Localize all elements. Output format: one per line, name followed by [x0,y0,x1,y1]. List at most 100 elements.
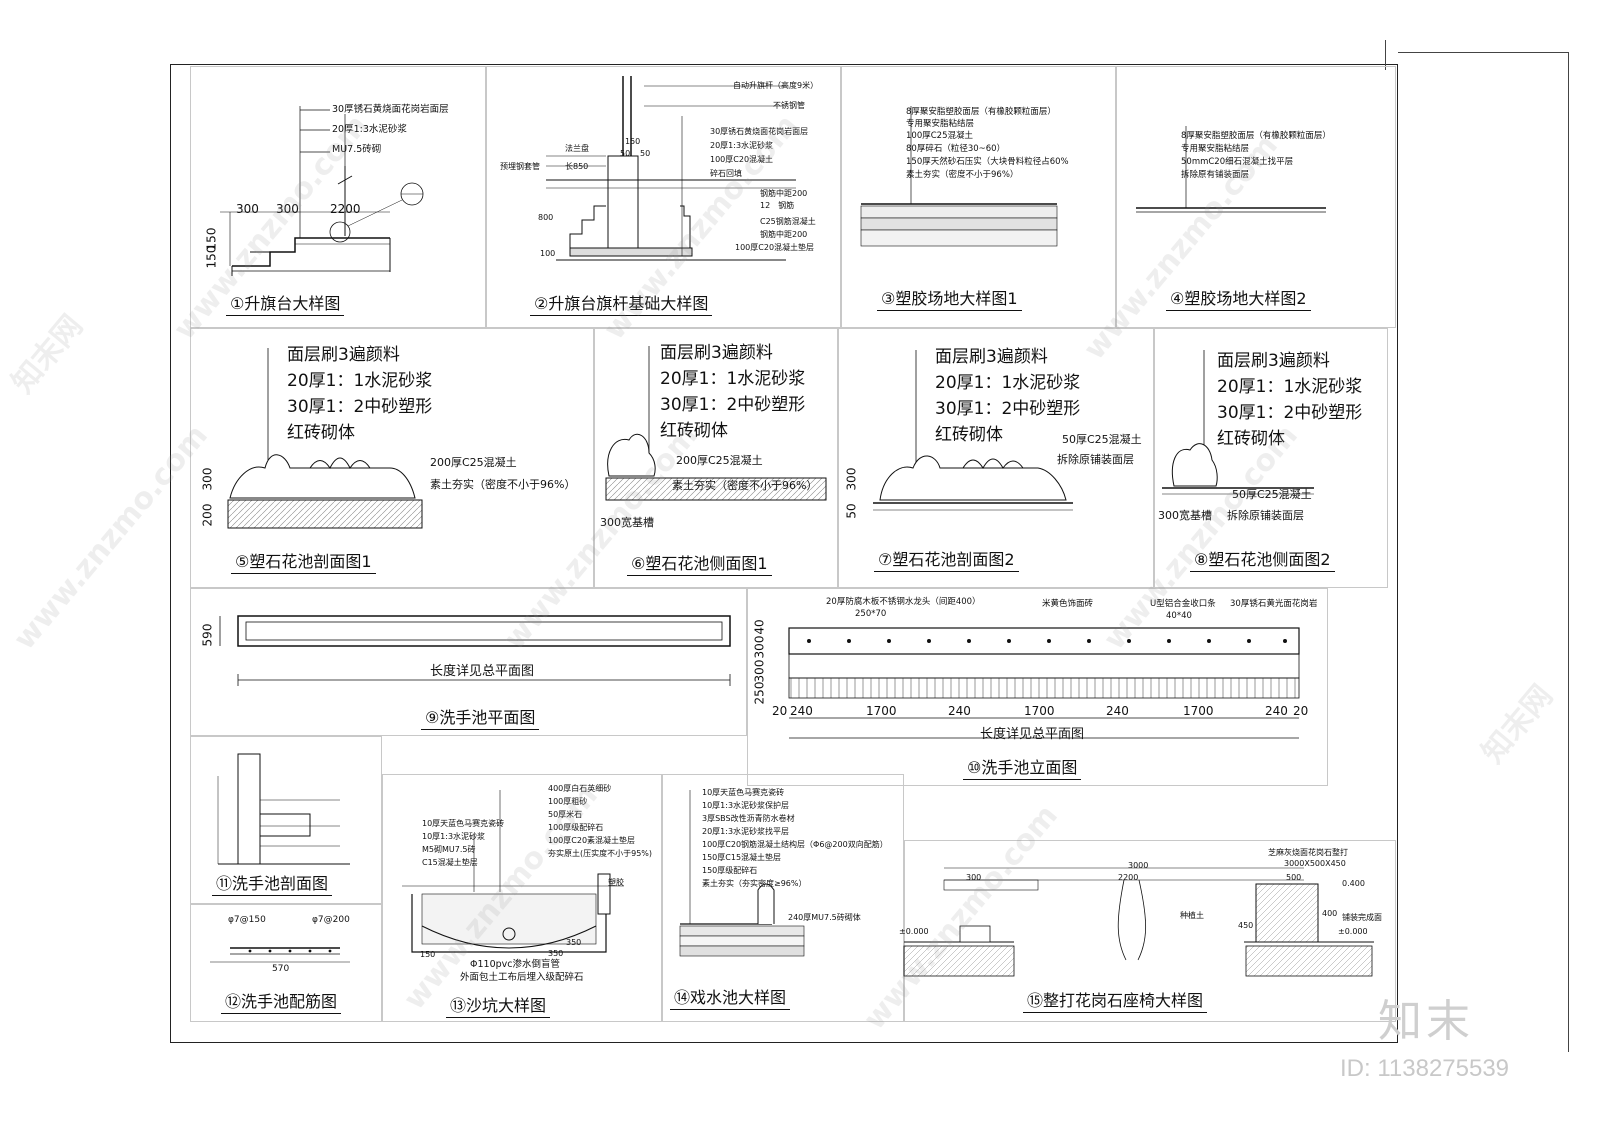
p10-note-6: 30厚锈石黄光面花岗岩 [1230,599,1318,609]
p5-note-2: 素土夯实（密度不小于96%） [430,478,576,491]
p15-note-1: 芝麻灰烧面花岗石整打 [1268,848,1348,857]
p13-dim-1: 150 [420,950,436,959]
p13-note-l3: M5砌MU7.5砖 [422,845,476,854]
washbasin-rebar-drawing [210,947,350,963]
p7-note-1: 50厚C25混凝土 [1062,433,1142,446]
p10-vdim-4: 250 [752,681,767,705]
p2-dim-4: 800 [538,213,554,222]
panel-7-title: ⑦塑石花池剖面图2 [874,546,1019,572]
p7-dim-2: 50 [844,503,859,519]
p1-note-2: 20厚1:3水泥砂浆 [332,124,407,135]
p12-dim-3: 570 [272,964,290,974]
p13-note-l4: C15混凝土垫层 [422,858,478,867]
p6-layer-4: 红砖砌体 [660,421,728,441]
p2-top-note-2: 不锈钢管 [773,101,805,110]
p2-dim-1: 150 [625,137,641,146]
p14-note-1: 10厚天蓝色马赛克瓷砖 [702,788,785,797]
p2-right-note-2: 20厚1:3水泥砂浆 [710,141,774,150]
p5-layer-1: 面层刷3遍颜料 [287,345,400,365]
p8-layer-4: 红砖砌体 [1217,429,1285,449]
p14-note-7: 150厚级配碎石 [702,866,758,875]
frame-top-extension [1398,52,1568,53]
p6-layer-2: 20厚1：1水泥砂浆 [660,369,806,389]
panel-10-title: ⑩洗手池立面图 [963,754,1082,780]
p3-note-5: 150厚天然砂石压实（大块骨料粒径占60% [906,157,1069,167]
rockery-planter-section-1-drawing [227,348,423,529]
p13-note-r6: 夯实原土(压实度不小于95%) [548,849,653,858]
p10-hdim-4: 240 [948,704,971,718]
watermark-brand-2: 知末网 [1475,678,1561,770]
panel-15-title: ⑮整打花岗石座椅大样图 [1023,987,1208,1013]
p15-dim-7: ±0.000 [899,927,929,936]
p3-note-3: 100厚C25混凝土 [906,131,973,141]
panel-3-title: ③塑胶场地大样图1 [877,285,1022,311]
p2-right-note-3: 100厚C20混凝土 [710,155,774,164]
p15-note-4: 铺装完成面 [1342,913,1382,922]
sandpit-detail-drawing [402,790,624,953]
p2-right-note-5: 钢筋中距200 [760,189,808,198]
p10-note-1: 20厚防腐木板不锈钢水龙头（间距400） [826,597,981,607]
p5-layer-4: 红砖砌体 [287,423,355,443]
p10-vdim-2: 300 [752,635,767,659]
washbasin-elevation-drawing [788,627,1300,739]
p10-hdim-1: 20 [772,704,788,718]
p13-note-r1: 400厚白石英细砂 [548,784,612,793]
p10-vdim-1: 40 [752,619,767,635]
panel-6-title: ⑥塑石花池侧面图1 [627,550,772,576]
p13-bottom-note-2: 外面包土工布后埋入级配碎石 [460,972,584,983]
p7-note-2: 拆除原铺装面层 [1057,453,1134,466]
panel-10 [747,588,1328,786]
granite-bench-detail-drawing [903,867,1374,977]
p14-side-note: 240厚MU7.5砖砌体 [788,913,861,922]
panel-11 [190,736,382,904]
p15-dim-3: 2200 [1118,873,1139,882]
p13-dim-3: 350 [566,938,582,947]
p13-note-r4: 100厚级配碎石 [548,823,604,832]
panel-9 [190,588,747,736]
p13-note-r3: 50厚米石 [548,810,583,819]
p4-note-1: 8厚聚安脂塑胶面层（有橡胶颗粒面层） [1181,131,1331,141]
watermark-brand-1: 知末网 [5,308,91,400]
panel-1-title: ①升旗台大样图 [226,290,345,316]
frame-right-extension [1568,52,1569,1052]
p7-layer-2: 20厚1：1水泥砂浆 [935,373,1081,393]
p15-dim-1: 3000 [1128,861,1149,870]
image-id-watermark: ID: 1138275539 [1340,1055,1510,1082]
p13-dim-2: 350 [548,949,564,958]
p2-right-note-9: 100厚C20混凝土垫层 [735,243,815,252]
rubber-field-section-2-drawing [1136,126,1326,213]
p2-left-note-3: 长850 [565,162,589,171]
rubber-field-section-1-drawing [860,106,1058,247]
p8-note-3: 拆除原铺装面层 [1227,509,1304,522]
p13-bottom-note-1: Φ110pvc渗水倒盲管 [470,959,560,970]
panel-1 [190,66,486,328]
frame-corner-tick [1385,40,1386,70]
p10-hdim-5: 1700 [1024,704,1055,718]
p2-dim-3: 50 [640,149,651,158]
p7-dim-1: 300 [844,467,859,491]
p10-hdim-2: 240 [790,704,813,718]
p1-note-1: 30厚锈石黄烧面花岗岩面层 [332,104,449,115]
p5-layer-3: 30厚1：2中砂塑形 [287,397,433,417]
p1-dim-2: 300 [276,202,299,216]
p10-note-2: 250*70 [855,609,887,619]
p7-layer-4: 红砖砌体 [935,425,1003,445]
p13-note-l1: 10厚天蓝色马赛克瓷砖 [422,819,505,828]
panel-6 [594,328,838,588]
p5-layer-2: 20厚1：1水泥砂浆 [287,371,433,391]
p1-note-3: MU7.5砖砌 [332,144,382,155]
p10-note-4: U型铝合金收口条 [1150,599,1216,609]
p10-note-5: 40*40 [1166,611,1192,621]
p8-layer-2: 20厚1：1水泥砂浆 [1217,377,1363,397]
p2-right-note-1: 30厚锈石黄烧面花岗岩面层 [710,127,809,136]
panel-15 [904,840,1396,1022]
panel-14 [662,774,904,1022]
p10-hdim-6: 240 [1106,704,1129,718]
p14-note-2: 10厚1:3水泥砂浆保护层 [702,801,790,810]
p7-layer-1: 面层刷3遍颜料 [935,347,1048,367]
p14-note-8: 素土夯实（夯实密度≥96%） [702,879,807,888]
panel-5-title: ⑤塑石花池剖面图1 [231,548,376,574]
p14-note-4: 20厚1:3水泥砂浆找平层 [702,827,790,836]
panel-12-title: ⑫洗手池配筋图 [221,988,342,1014]
washbasin-section-drawing [217,753,350,865]
